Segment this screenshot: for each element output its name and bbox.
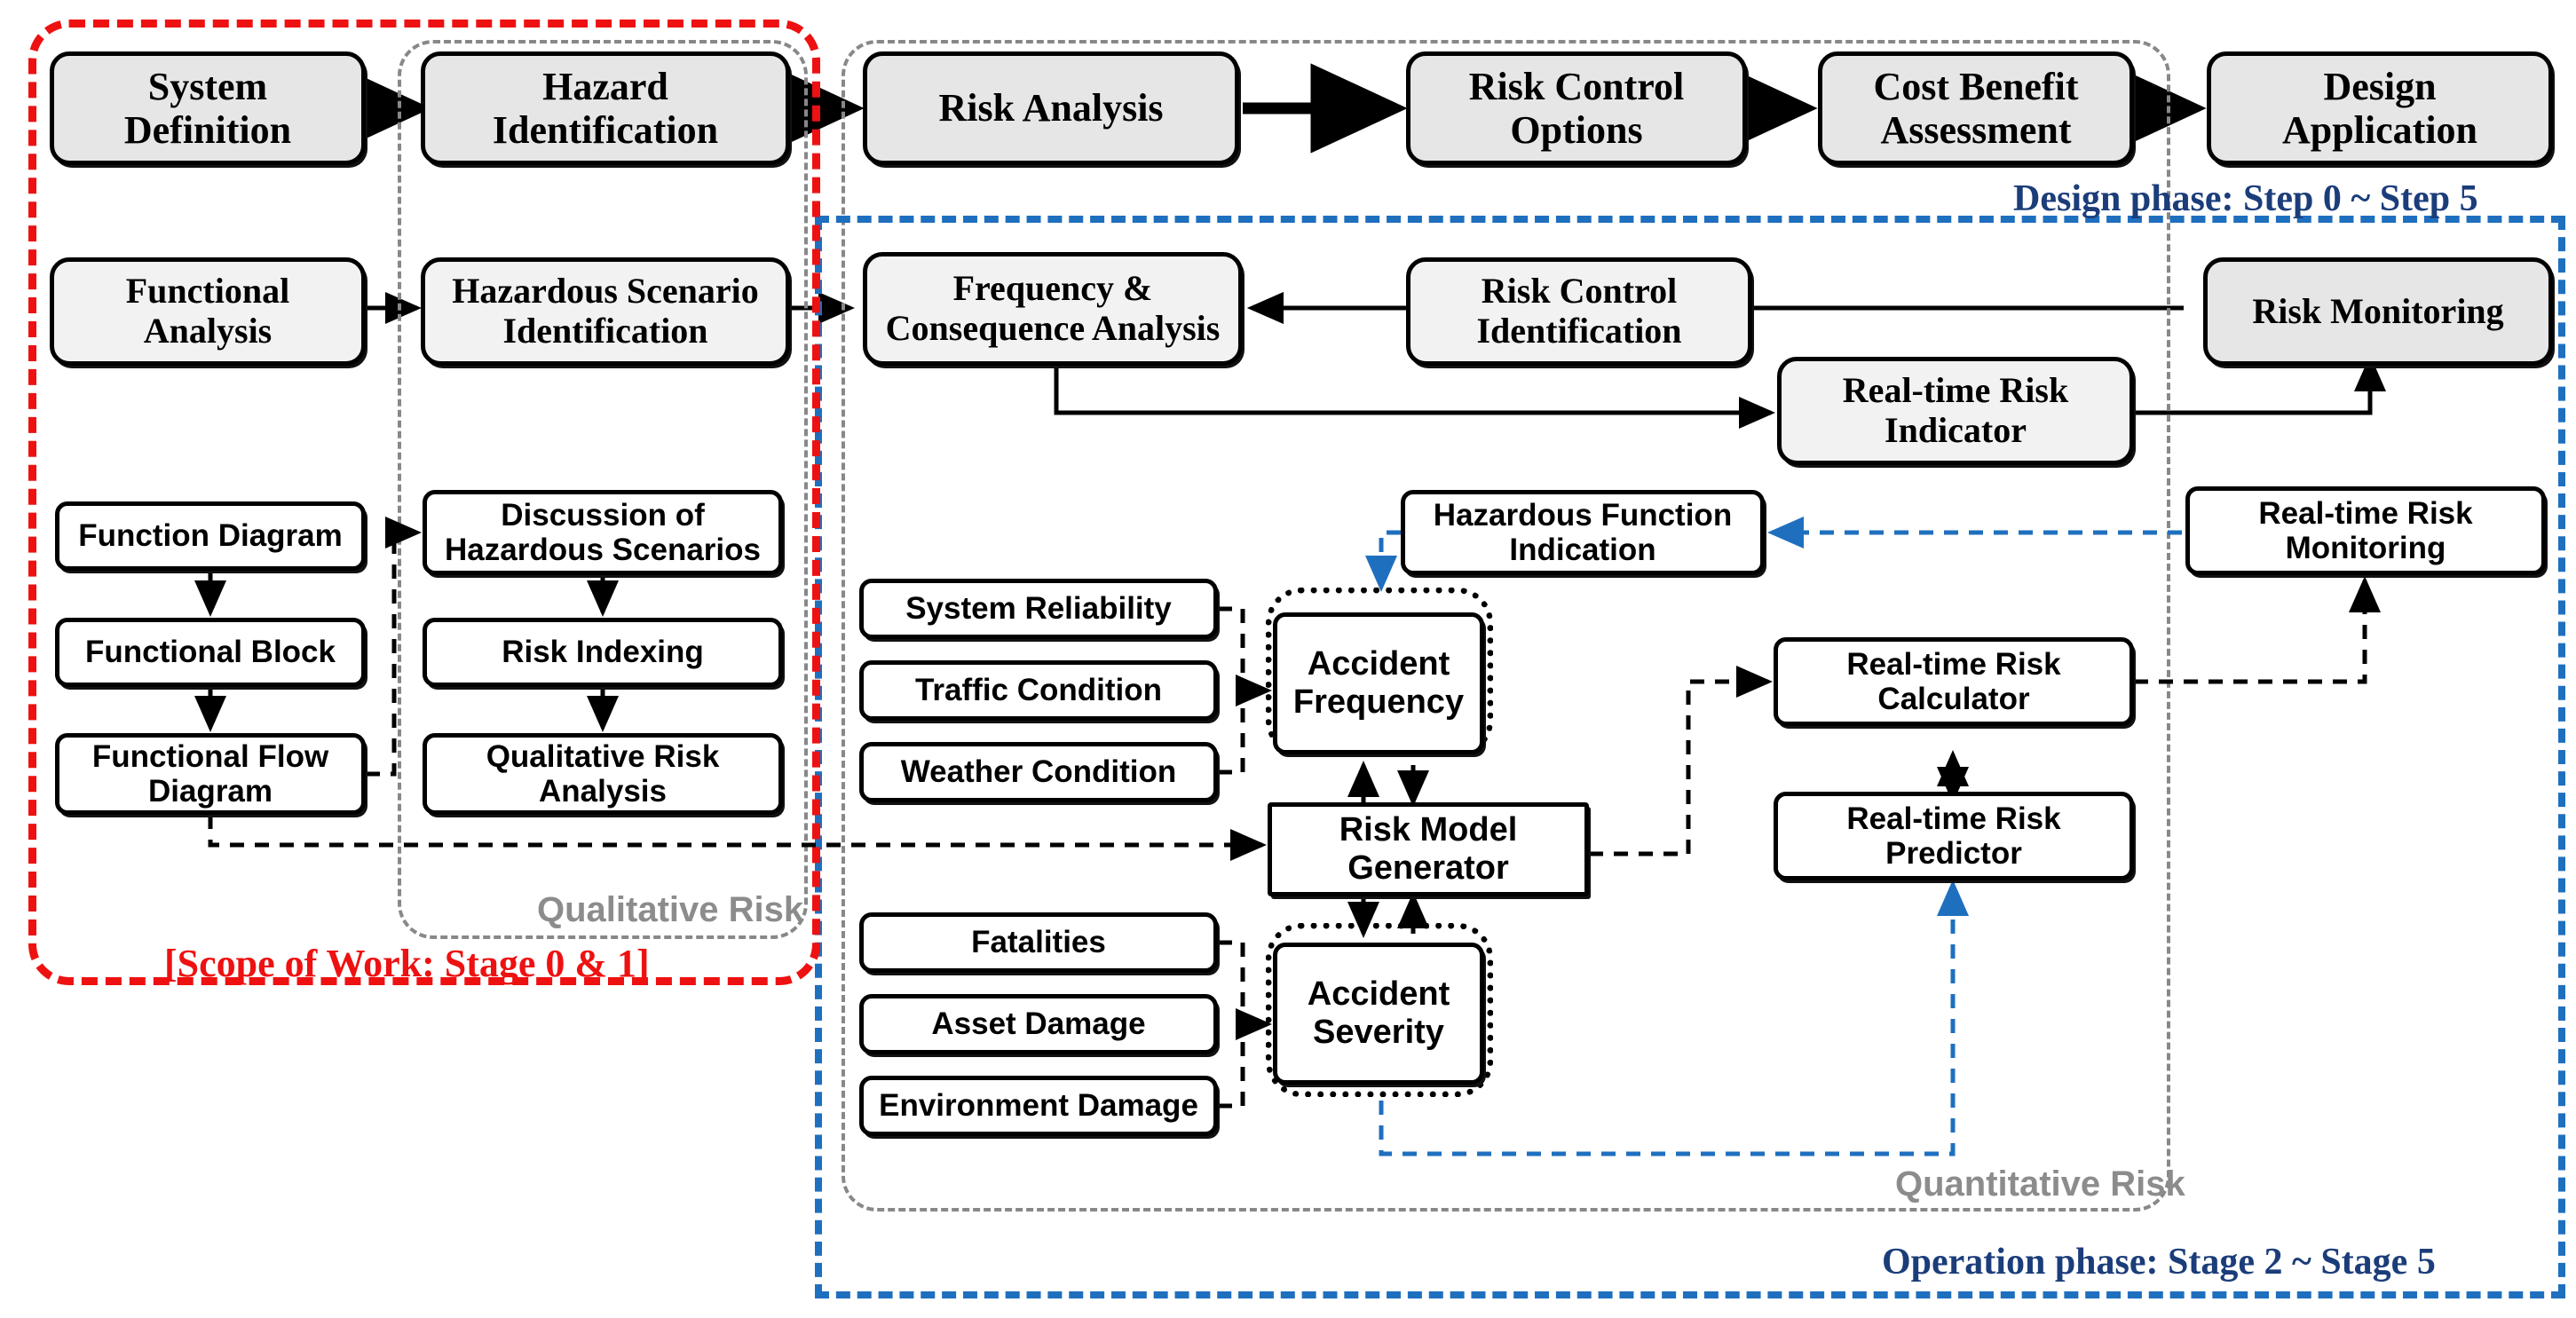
node-label: Functional Block (85, 635, 336, 670)
node-label: System Reliability (905, 591, 1172, 627)
qualitative-risk-frame (398, 40, 808, 939)
node-risk-indexing[interactable]: Risk Indexing (423, 618, 783, 687)
node-weather-condition[interactable]: Weather Condition (859, 742, 1218, 802)
quantitative-risk-frame (842, 40, 2170, 1211)
node-system-reliability[interactable]: System Reliability (859, 579, 1218, 639)
node-traffic-condition[interactable]: Traffic Condition (859, 660, 1218, 721)
node-risk-monitoring[interactable]: Risk Monitoring (2203, 257, 2553, 366)
operation-phase-label: Operation phase: Stage 2 ~ Stage 5 (1882, 1242, 2436, 1282)
quantitative-risk-label: Quantitative Risk (1895, 1164, 2185, 1204)
node-label: Fatalities (971, 925, 1106, 960)
node-functional-block[interactable]: Functional Block (55, 618, 366, 687)
node-fatalities[interactable]: Fatalities (859, 912, 1218, 973)
scope-of-work-frame (28, 20, 820, 985)
node-label: Risk Indexing (502, 635, 704, 670)
node-function-diagram[interactable]: Function Diagram (55, 501, 366, 571)
node-label: Environment Damage (879, 1088, 1198, 1124)
node-label: Frequency &Consequence Analysis (885, 268, 1221, 348)
design-phase-label: Design phase: Step 0 ~ Step 5 (2013, 178, 2478, 219)
node-label: Asset Damage (931, 1006, 1146, 1042)
scope-of-work-label: [Scope of Work: Stage 0 & 1] (164, 942, 650, 985)
node-label: Risk Monitoring (2252, 290, 2504, 331)
node-label: Traffic Condition (914, 673, 1163, 708)
node-environment-damage[interactable]: Environment Damage (859, 1076, 1218, 1136)
node-risk-analysis[interactable]: Risk Analysis (863, 51, 1239, 165)
node-label: Risk Analysis (938, 86, 1164, 130)
node-label: Weather Condition (900, 754, 1177, 790)
node-asset-damage[interactable]: Asset Damage (859, 994, 1218, 1054)
node-label: Function Diagram (78, 518, 343, 554)
node-frequency-consequence-analysis[interactable]: Frequency &Consequence Analysis (863, 252, 1243, 366)
qualitative-risk-label: Qualitative Risk (537, 890, 804, 929)
